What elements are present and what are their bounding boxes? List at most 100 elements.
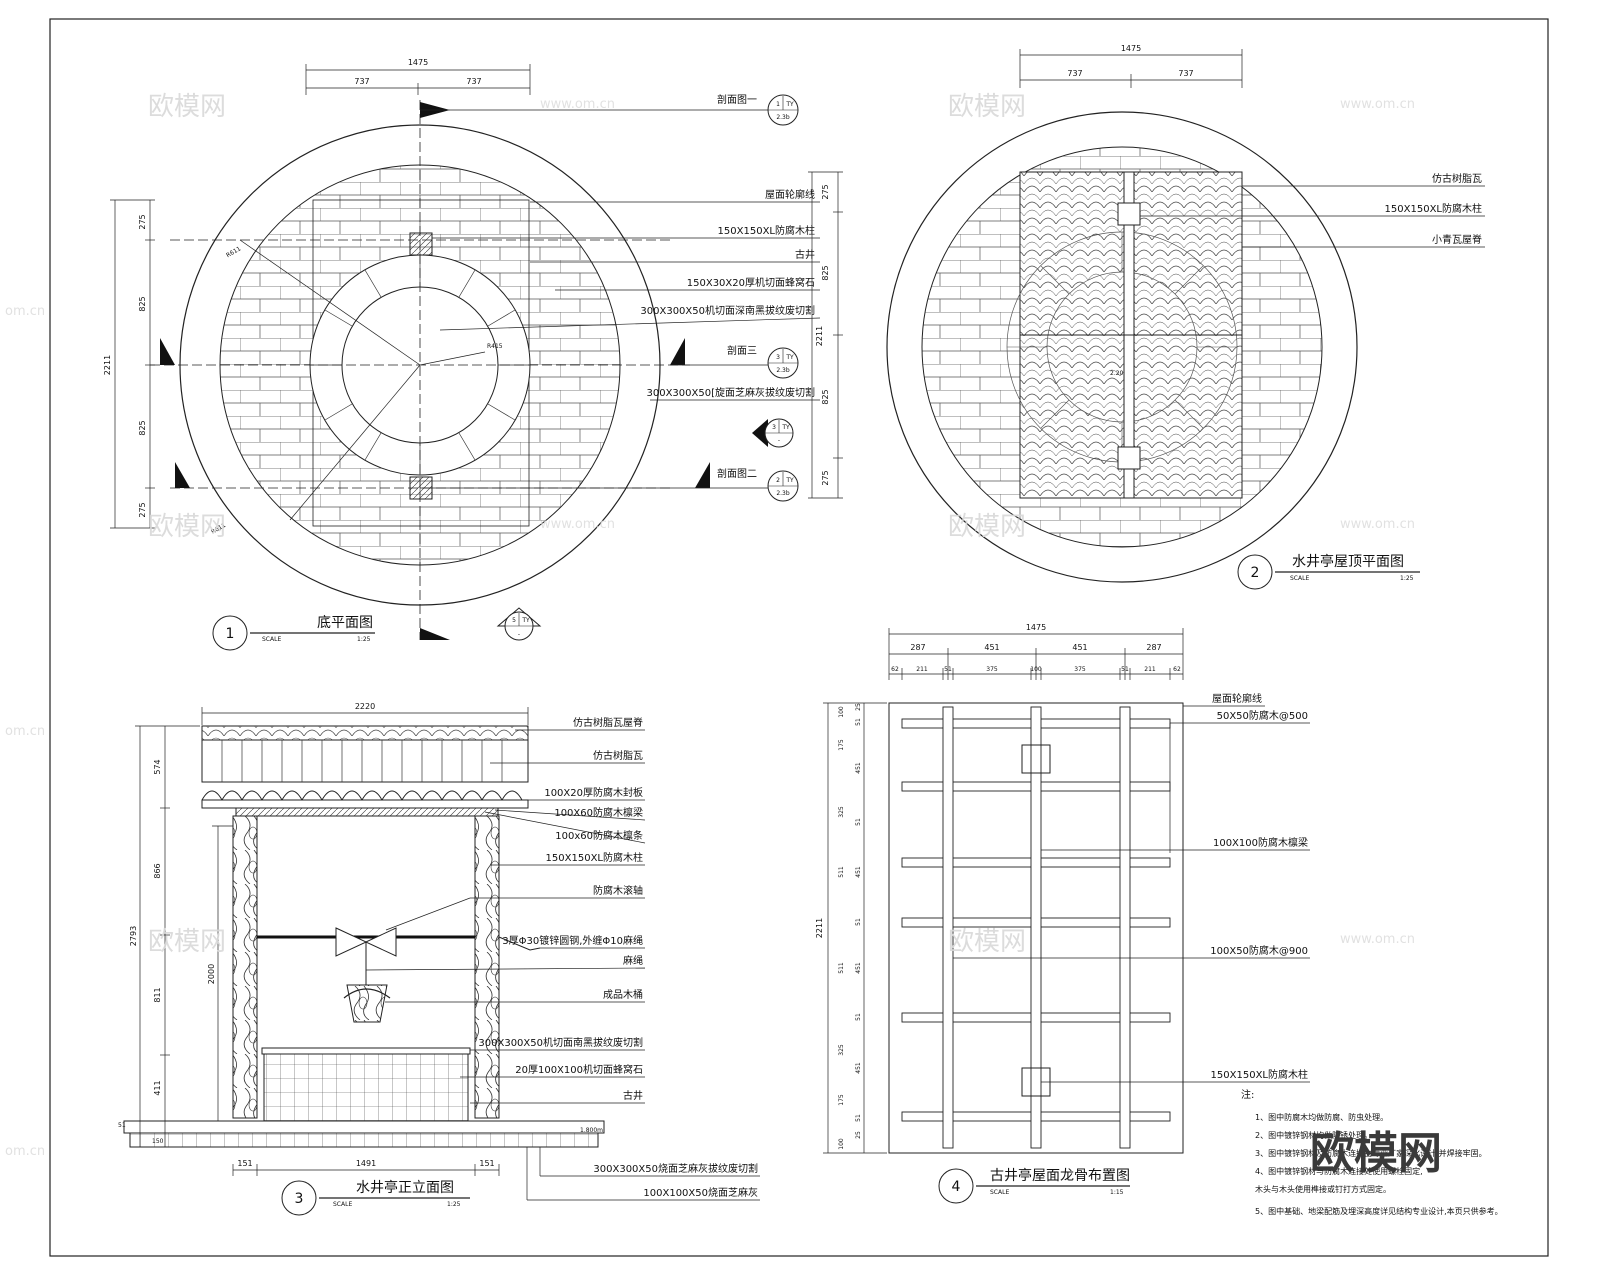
- section-bubble-3[interactable]: 3 TY 2.3b: [767, 347, 799, 379]
- svg-text:2: 2: [776, 477, 780, 484]
- watermark-brand: 欧模网: [148, 512, 226, 542]
- view4-dim-v11: 451: [855, 962, 862, 974]
- watermark-brand: 欧模网: [148, 92, 226, 122]
- view1-dim-overall: 1475: [408, 58, 428, 67]
- view2-dim-half-right: 737: [1178, 69, 1193, 78]
- view1-number: 1: [226, 626, 235, 642]
- view4-dim-total: 2211: [815, 918, 824, 938]
- view2-label-column: 150X150XL防腐木柱: [1385, 202, 1482, 215]
- view1-scale-word: SCALE: [262, 636, 281, 643]
- view3-dim-b1: 151: [237, 1159, 252, 1168]
- view4-dim-s8: 62: [1173, 666, 1181, 673]
- view3-label-granite: 300X300X50机切面南黑拔纹废切割: [478, 1036, 643, 1049]
- view1-scale: 1:25: [357, 636, 371, 643]
- view4-label-column: 150X150XL防腐木柱: [1211, 1068, 1308, 1081]
- view4-dim-v8: 451: [855, 866, 862, 878]
- view1-label-well: 古井: [795, 248, 815, 261]
- view1-dim-v4: 275: [138, 502, 147, 517]
- view1-label-black-granite: 300X300X50机切面深南黑拔纹废切割: [640, 304, 815, 317]
- view4-label-batten-500: 50X50防腐木@500: [1217, 709, 1308, 722]
- view2-dim-v2: 825: [821, 265, 830, 280]
- section-bubble-1[interactable]: 1 TY 2.3b: [767, 94, 799, 126]
- section-bubble-2[interactable]: 2 TY 2.3b: [767, 470, 799, 502]
- view2-dim-overall: 1475: [1121, 44, 1141, 53]
- svg-text:TY: TY: [781, 424, 790, 431]
- view4-dim-s2: 51: [944, 666, 952, 673]
- view1-dim-v1: 275: [138, 214, 147, 229]
- view2-dim-v1: 275: [821, 184, 830, 199]
- view3-scale-word: SCALE: [333, 1201, 352, 1208]
- view4-dim-s7: 211: [1144, 666, 1156, 673]
- view1-dim-half-left: 737: [354, 77, 369, 86]
- view2-label-ridge: 小青瓦屋脊: [1432, 233, 1482, 246]
- view2-dim-total: 2211: [815, 326, 824, 346]
- view4-scale-word: SCALE: [990, 1189, 1009, 1196]
- view3-dim-h1: 574: [153, 759, 162, 774]
- view4-dim-v12: 51: [855, 1013, 862, 1021]
- view2-dim-v3: 825: [821, 389, 830, 404]
- view4-scale: 1:15: [1110, 1189, 1124, 1196]
- view2-roof-plan: 2.20 1475 737 737 275 825 2211 825 275 仿…: [808, 44, 1485, 590]
- view3-dim-h5: 51: [118, 1122, 126, 1129]
- view3-number: 3: [295, 1191, 304, 1207]
- view1-dim-half-right: 737: [466, 77, 481, 86]
- view3-dim-h4: 411: [153, 1080, 162, 1095]
- view3-label-bucket: 成品木桶: [603, 988, 643, 1001]
- view4-label-purlin-beam: 100X100防腐木檩梁: [1213, 836, 1308, 849]
- watermarks: 欧模网 欧模网 欧模网 欧模网 欧模网 欧模网 www.om.cn www.om…: [5, 92, 1415, 1159]
- view3-label-beam: 100X60防腐木檩梁: [554, 806, 643, 819]
- view4-dim-s1: 211: [916, 666, 928, 673]
- view3-well-body[interactable]: [263, 1050, 469, 1122]
- view4-dim-v18: 100: [838, 1138, 845, 1150]
- view4-dim-t1: 451: [984, 643, 999, 652]
- view4-dim-v14: 451: [855, 1062, 862, 1074]
- note-2: 2、图中镀锌钢材均做防锈处理。: [1255, 1130, 1372, 1140]
- watermark-url: www.om.cn: [1340, 932, 1415, 947]
- note-5: 5、图中基础、地梁配筋及埋深高度详见结构专业设计,本页只供参考。: [1255, 1206, 1503, 1216]
- view3-right-column[interactable]: [474, 815, 500, 1119]
- view3-label-steel-bar: 3厚Φ30镀锌圆钢,外缠Φ10麻绳: [502, 934, 643, 947]
- view3-label-purlin: 100x60防腐木檩条: [555, 829, 643, 842]
- view2-number: 2: [1251, 565, 1260, 581]
- svg-text:TY: TY: [785, 477, 794, 484]
- view4-dim-v6: 51: [855, 818, 862, 826]
- view1-dim-v2: 825: [138, 296, 147, 311]
- view3-label-paving: 300X300X50烧面芝麻灰拔纹废切割: [593, 1162, 758, 1175]
- detail-bubble-3[interactable]: 3 TY -: [752, 418, 794, 448]
- view4-dim-v0: 100: [838, 706, 845, 718]
- svg-text:3: 3: [772, 424, 776, 431]
- view3-dim-h6: 150: [152, 1138, 164, 1145]
- view3-label-board: 100X20厚防腐木封板: [544, 786, 643, 799]
- view2-label-resin-tile: 仿古树脂瓦: [1432, 172, 1482, 185]
- view3-title: 水井亭正立面图: [356, 1179, 454, 1196]
- general-notes: 注: 1、图中防腐木均做防腐、防虫处理。 2、图中镀锌钢材均做防锈处理。 3、图…: [1241, 1088, 1503, 1216]
- view4-number: 4: [952, 1179, 961, 1195]
- view1-label-sesame-granite: 300X300X50[旋面芝麻灰拔纹废切割: [646, 386, 815, 399]
- view1-section-label-2: 剖面图二: [717, 467, 757, 480]
- note-3: 3、图中镀锌钢材及防腐木连接由专业厂家深化设计,并焊接牢固。: [1255, 1148, 1487, 1158]
- view3-dim-top: 2220: [355, 702, 375, 711]
- view3-dim-total-height: 2793: [129, 926, 138, 946]
- view3-level: 1.800m: [580, 1127, 603, 1134]
- watermark-url-short: om.cn: [5, 304, 45, 319]
- view1-title: 底平面图: [317, 615, 373, 631]
- view3-left-column[interactable]: [232, 815, 258, 1119]
- view3-label-well: 古井: [623, 1089, 643, 1102]
- view1-section-label-3: 剖面三: [727, 344, 757, 357]
- watermark-url: www.om.cn: [540, 517, 615, 532]
- view4-dim-s5: 375: [1074, 666, 1086, 673]
- svg-text:2.3b: 2.3b: [776, 367, 790, 374]
- view4-column-top[interactable]: [1021, 744, 1051, 774]
- detail-bubble-5[interactable]: 5 TY -: [496, 607, 542, 641]
- view4-dim-v17: 25: [855, 1131, 862, 1139]
- view2-scale: 1:25: [1400, 575, 1414, 582]
- view4-dim-v10: 511: [838, 962, 845, 974]
- view4-dim-v2: 51: [855, 718, 862, 726]
- view3-dim-b2: 1491: [356, 1159, 376, 1168]
- view3-label-ridge: 仿古树脂瓦屋脊: [573, 716, 643, 729]
- watermark-url: www.om.cn: [1340, 517, 1415, 532]
- watermark-brand: 欧模网: [948, 927, 1026, 957]
- watermark-url: www.om.cn: [1340, 97, 1415, 112]
- view3-dim-b3: 151: [479, 1159, 494, 1168]
